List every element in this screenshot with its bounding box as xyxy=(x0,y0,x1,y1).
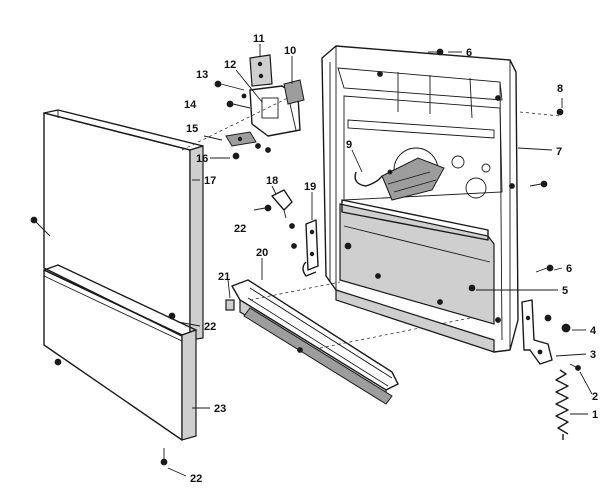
detergent-dispenser xyxy=(354,157,445,201)
callout-7: 7 xyxy=(556,146,562,158)
screw-side xyxy=(529,180,548,188)
screw-14 xyxy=(226,93,251,109)
screw-4 xyxy=(544,314,571,333)
trim-clip xyxy=(225,299,235,311)
inner-door-frame xyxy=(321,45,519,353)
leader-lines xyxy=(167,44,593,477)
callout-23: 23 xyxy=(214,403,226,415)
callout-12: 12 xyxy=(224,59,236,71)
latch-plate xyxy=(225,131,257,147)
screw-13 xyxy=(214,80,245,91)
callout-2: 2 xyxy=(592,391,598,403)
screw-15 xyxy=(255,143,271,153)
hinge-bracket-left xyxy=(302,219,319,277)
callout-22-bottom: 22 xyxy=(190,473,202,485)
latch-assembly xyxy=(249,54,305,137)
callout-11: 11 xyxy=(253,33,265,45)
door-spring xyxy=(555,369,569,440)
screw-2 xyxy=(569,363,581,371)
screw-8 xyxy=(556,108,564,116)
callout-9: 9 xyxy=(346,139,352,151)
screw-19 xyxy=(289,223,297,249)
callout-14: 14 xyxy=(184,99,197,111)
screw-top xyxy=(428,48,444,56)
alignment-line xyxy=(249,281,341,301)
screw-22-panel xyxy=(168,312,176,320)
callout-4: 4 xyxy=(590,325,597,337)
callout-8: 8 xyxy=(557,83,563,95)
door-clip xyxy=(271,189,293,219)
callout-15: 15 xyxy=(186,123,198,135)
screw-22-bottom xyxy=(160,448,168,466)
callout-17: 17 xyxy=(204,175,216,187)
screw-panel-lower-left xyxy=(54,358,62,366)
kick-panel xyxy=(231,279,399,405)
screw-6-lower xyxy=(535,264,554,273)
door-panel-upper xyxy=(43,109,204,341)
callout-19: 19 xyxy=(304,181,316,193)
screw-panel-upper-left xyxy=(30,216,51,237)
callout-13: 13 xyxy=(196,69,208,81)
screw-22-upper xyxy=(253,204,272,212)
callout-6-lower: 6 xyxy=(566,263,572,275)
callout-3: 3 xyxy=(590,349,596,361)
alignment-line xyxy=(519,111,561,117)
callout-18: 18 xyxy=(266,175,278,187)
alignment-line xyxy=(181,91,301,151)
hinge-arm-right xyxy=(521,299,553,365)
screw-20 xyxy=(297,347,303,353)
callout-20: 20 xyxy=(256,247,268,259)
screw-16 xyxy=(232,152,240,160)
callout-6-top: 6 xyxy=(466,47,472,59)
callout-1: 1 xyxy=(592,409,598,421)
alignment-line xyxy=(319,317,471,349)
callout-16: 16 xyxy=(196,153,208,165)
callout-10: 10 xyxy=(284,45,296,57)
callout-5: 5 xyxy=(562,285,568,297)
callout-22-panel: 22 xyxy=(204,321,216,333)
callout-labels: 6 8 7 9 10 11 12 13 14 15 16 17 18 19 22… xyxy=(184,33,598,485)
callout-21: 21 xyxy=(218,271,230,283)
callout-22-upper: 22 xyxy=(234,223,246,235)
door-panel-lower xyxy=(43,264,197,441)
